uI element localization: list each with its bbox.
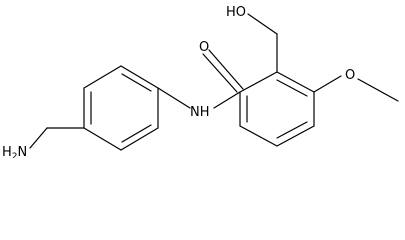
amine-label: H2N [2,145,27,158]
amide-group: NH O [157,40,244,120]
hydroxymethoxyphenyl-ring [239,71,315,147]
methoxy-oxygen-label: O [345,68,355,83]
aminomethylphenyl-ring [83,65,159,151]
molecule-structure: H2N NH O HO O [2,5,399,158]
amide-nh-label: NH [190,105,210,120]
hydroxyl-group: HO [226,5,278,73]
aminomethyl-group: H2N [2,127,85,158]
methoxy-group: O [313,68,399,102]
carbonyl-oxygen-label: O [199,40,209,55]
hydroxyl-label: HO [226,5,246,20]
